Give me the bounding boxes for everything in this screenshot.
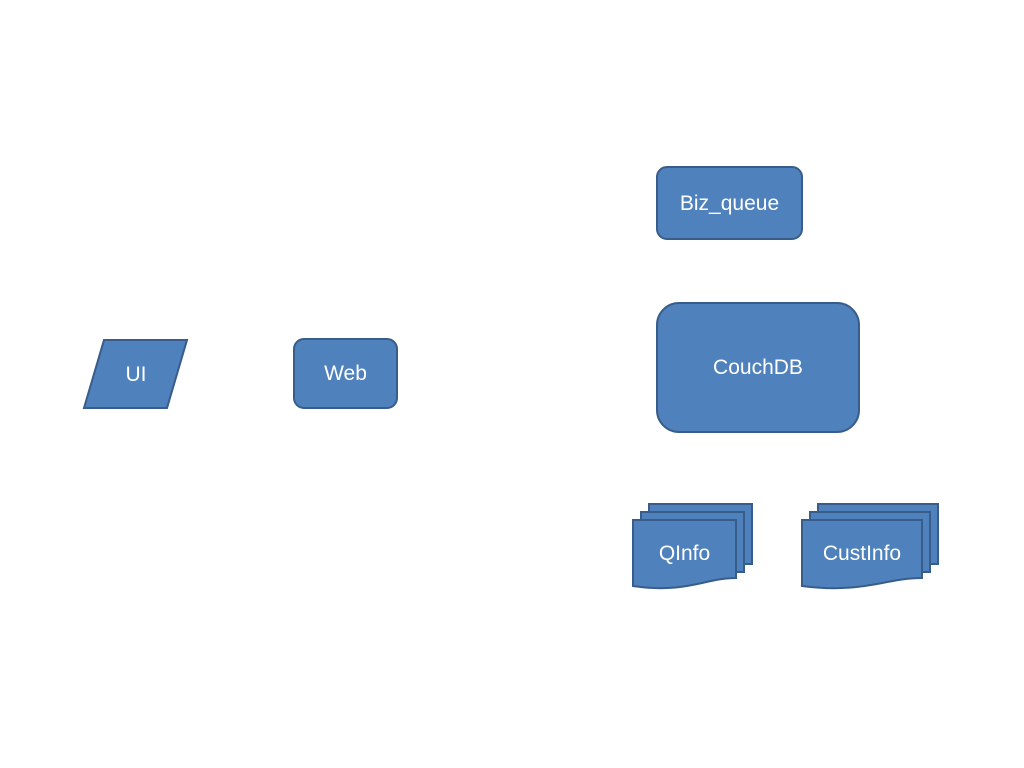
couchdb-node-label: CouchDB bbox=[713, 356, 803, 379]
custinfo-node-shape[interactable] bbox=[801, 503, 939, 590]
biz-queue-node-label: Biz_queue bbox=[679, 191, 780, 215]
web-node-shape[interactable] bbox=[293, 338, 398, 409]
biz-queue-node-shape[interactable] bbox=[656, 166, 803, 240]
ui-node-label: UI bbox=[125, 362, 147, 386]
qinfo-node-label: QInfo bbox=[658, 541, 711, 565]
ui-node-shape[interactable] bbox=[82, 339, 189, 409]
custinfo-node-label: CustInfo bbox=[822, 541, 902, 565]
qinfo-node-shape[interactable] bbox=[632, 503, 753, 590]
couchdb-node-shape[interactable] bbox=[656, 302, 860, 433]
web-node-label: Web bbox=[324, 362, 367, 385]
